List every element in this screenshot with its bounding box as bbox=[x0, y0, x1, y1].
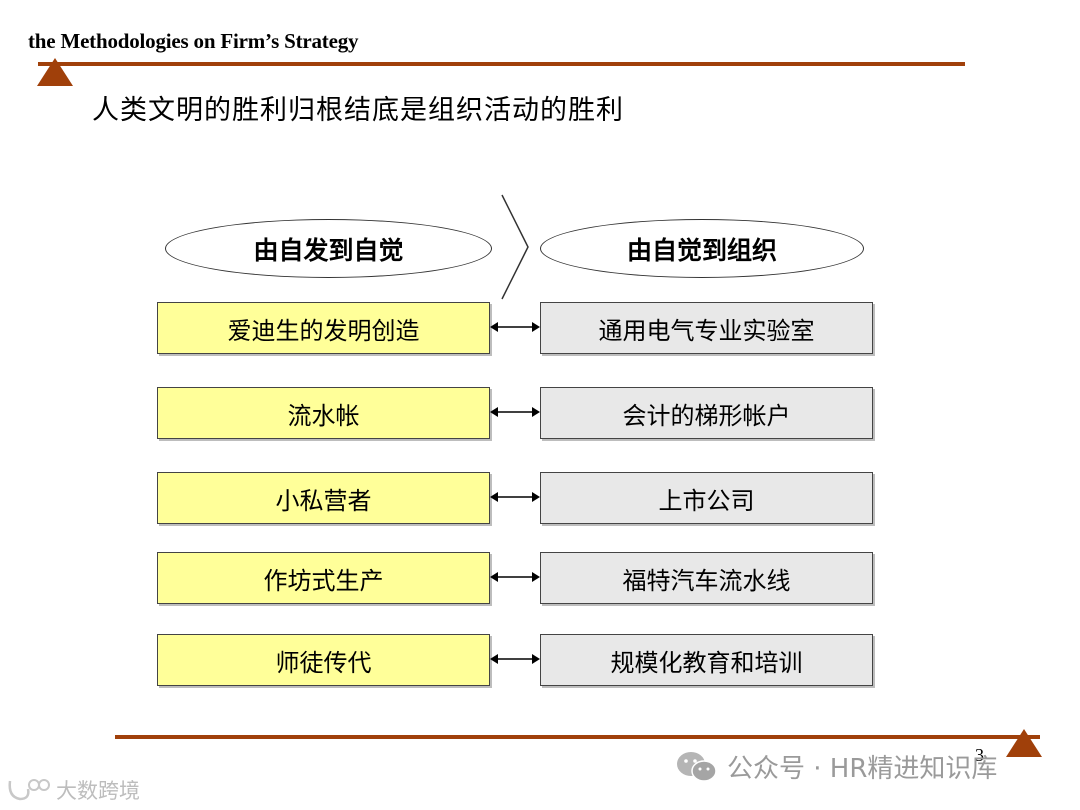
left-box-label: 爱迪生的发明创造 bbox=[227, 316, 420, 345]
left-heading: 由自发到自觉 bbox=[253, 235, 404, 265]
wechat-watermark: 公众号 · HR精进知识库 bbox=[675, 748, 997, 785]
left-box-label: 作坊式生产 bbox=[263, 566, 384, 595]
right-box-3: 上市公司 bbox=[540, 472, 873, 524]
right-box-label: 上市公司 bbox=[658, 486, 755, 515]
left-box-5: 师徒传代 bbox=[157, 634, 490, 686]
header-rule bbox=[38, 62, 965, 66]
right-box-1: 通用电气专业实验室 bbox=[540, 302, 873, 354]
right-box-5: 规模化教育和培训 bbox=[540, 634, 873, 686]
left-box-4: 作坊式生产 bbox=[157, 552, 490, 604]
brand-watermark-text: 大数跨境 bbox=[56, 779, 140, 803]
right-heading: 由自觉到组织 bbox=[626, 235, 777, 265]
left-box-2: 流水帐 bbox=[157, 387, 490, 439]
right-box-2: 会计的梯形帐户 bbox=[540, 387, 873, 439]
double-arrow-icon bbox=[490, 322, 540, 332]
double-arrow-icon bbox=[490, 492, 540, 502]
right-box-label: 会计的梯形帐户 bbox=[622, 401, 791, 430]
double-arrow-icon bbox=[490, 407, 540, 417]
right-box-4: 福特汽车流水线 bbox=[540, 552, 873, 604]
left-box-1: 爱迪生的发明创造 bbox=[157, 302, 490, 354]
right-box-label: 规模化教育和培训 bbox=[610, 648, 803, 677]
wechat-watermark-text: 公众号 · HR精进知识库 bbox=[727, 754, 998, 784]
footer-rule bbox=[115, 735, 1040, 739]
left-box-label: 流水帐 bbox=[287, 401, 360, 430]
right-box-label: 通用电气专业实验室 bbox=[598, 316, 815, 345]
double-arrow-icon bbox=[490, 654, 540, 664]
page-number: 3 bbox=[975, 745, 984, 765]
header-title: the Methodologies on Firm’s Strategy bbox=[28, 29, 359, 53]
left-box-label: 师徒传代 bbox=[275, 648, 372, 677]
chevron-right-icon bbox=[501, 194, 529, 300]
left-box-3: 小私营者 bbox=[157, 472, 490, 524]
left-heading-oval: 由自发到自觉 bbox=[165, 219, 492, 278]
footer-triangle-icon bbox=[1006, 729, 1042, 757]
brand-watermark: 大数跨境 bbox=[6, 775, 140, 805]
header-triangle-icon bbox=[37, 58, 73, 86]
right-heading-oval: 由自觉到组织 bbox=[540, 219, 864, 278]
brand-logo-icon bbox=[8, 779, 50, 801]
slide-title: 人类文明的胜利归根结底是组织活动的胜利 bbox=[92, 95, 624, 126]
wechat-icon bbox=[677, 751, 717, 782]
left-box-label: 小私营者 bbox=[275, 486, 372, 515]
right-box-label: 福特汽车流水线 bbox=[622, 566, 791, 595]
double-arrow-icon bbox=[490, 572, 540, 582]
